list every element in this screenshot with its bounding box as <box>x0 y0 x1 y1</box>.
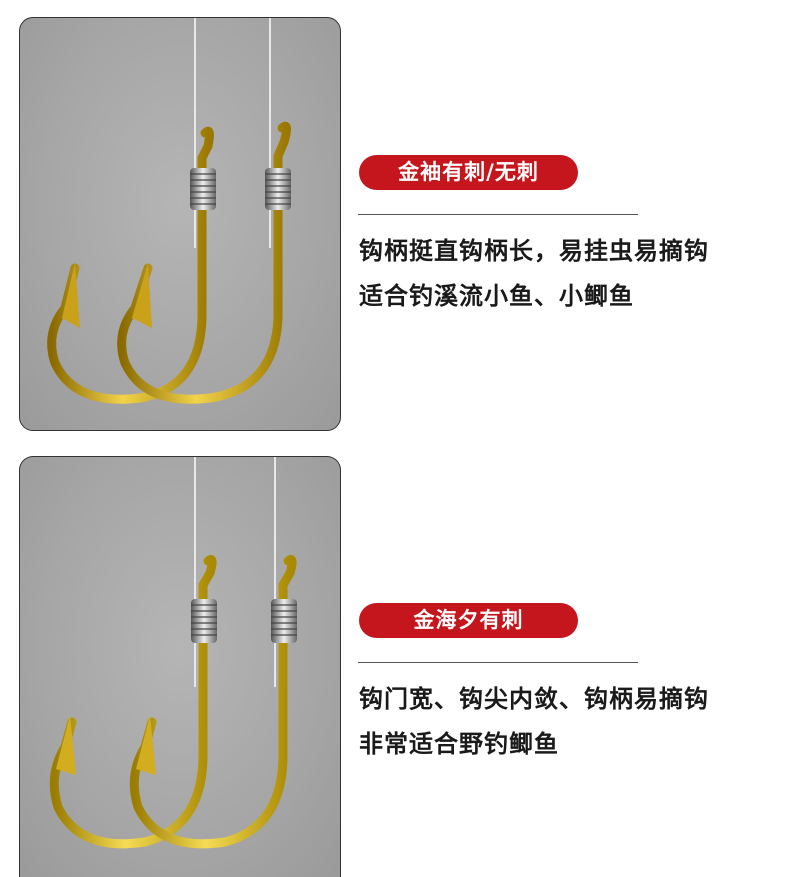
divider <box>358 214 638 215</box>
hook-right <box>117 121 292 404</box>
hook-photo <box>19 456 341 877</box>
product-section-1: 金袖有刺/无刺 钩柄挺直钩柄长，易挂虫易摘钩 适合钓溪流小鱼、小鲫鱼 <box>19 17 709 431</box>
divider <box>358 662 638 663</box>
product-tag: 金海夕有刺 <box>359 603 578 638</box>
hook-right <box>129 555 297 849</box>
product-section-2: 金海夕有刺 钩门宽、钩尖内敛、钩柄易摘钩 非常适合野钓鲫鱼 <box>0 440 800 877</box>
description-line-1: 钩门宽、钩尖内敛、钩柄易摘钩 <box>359 685 709 713</box>
hook-left <box>47 126 216 404</box>
product-tag: 金袖有刺/无刺 <box>359 155 578 190</box>
description-line-2: 非常适合野钓鲫鱼 <box>359 730 559 758</box>
hook-left <box>49 555 217 849</box>
hook-photo <box>19 17 341 431</box>
description-line-1: 钩柄挺直钩柄长，易挂虫易摘钩 <box>359 237 709 265</box>
description-line-2: 适合钓溪流小鱼、小鲫鱼 <box>359 282 634 310</box>
